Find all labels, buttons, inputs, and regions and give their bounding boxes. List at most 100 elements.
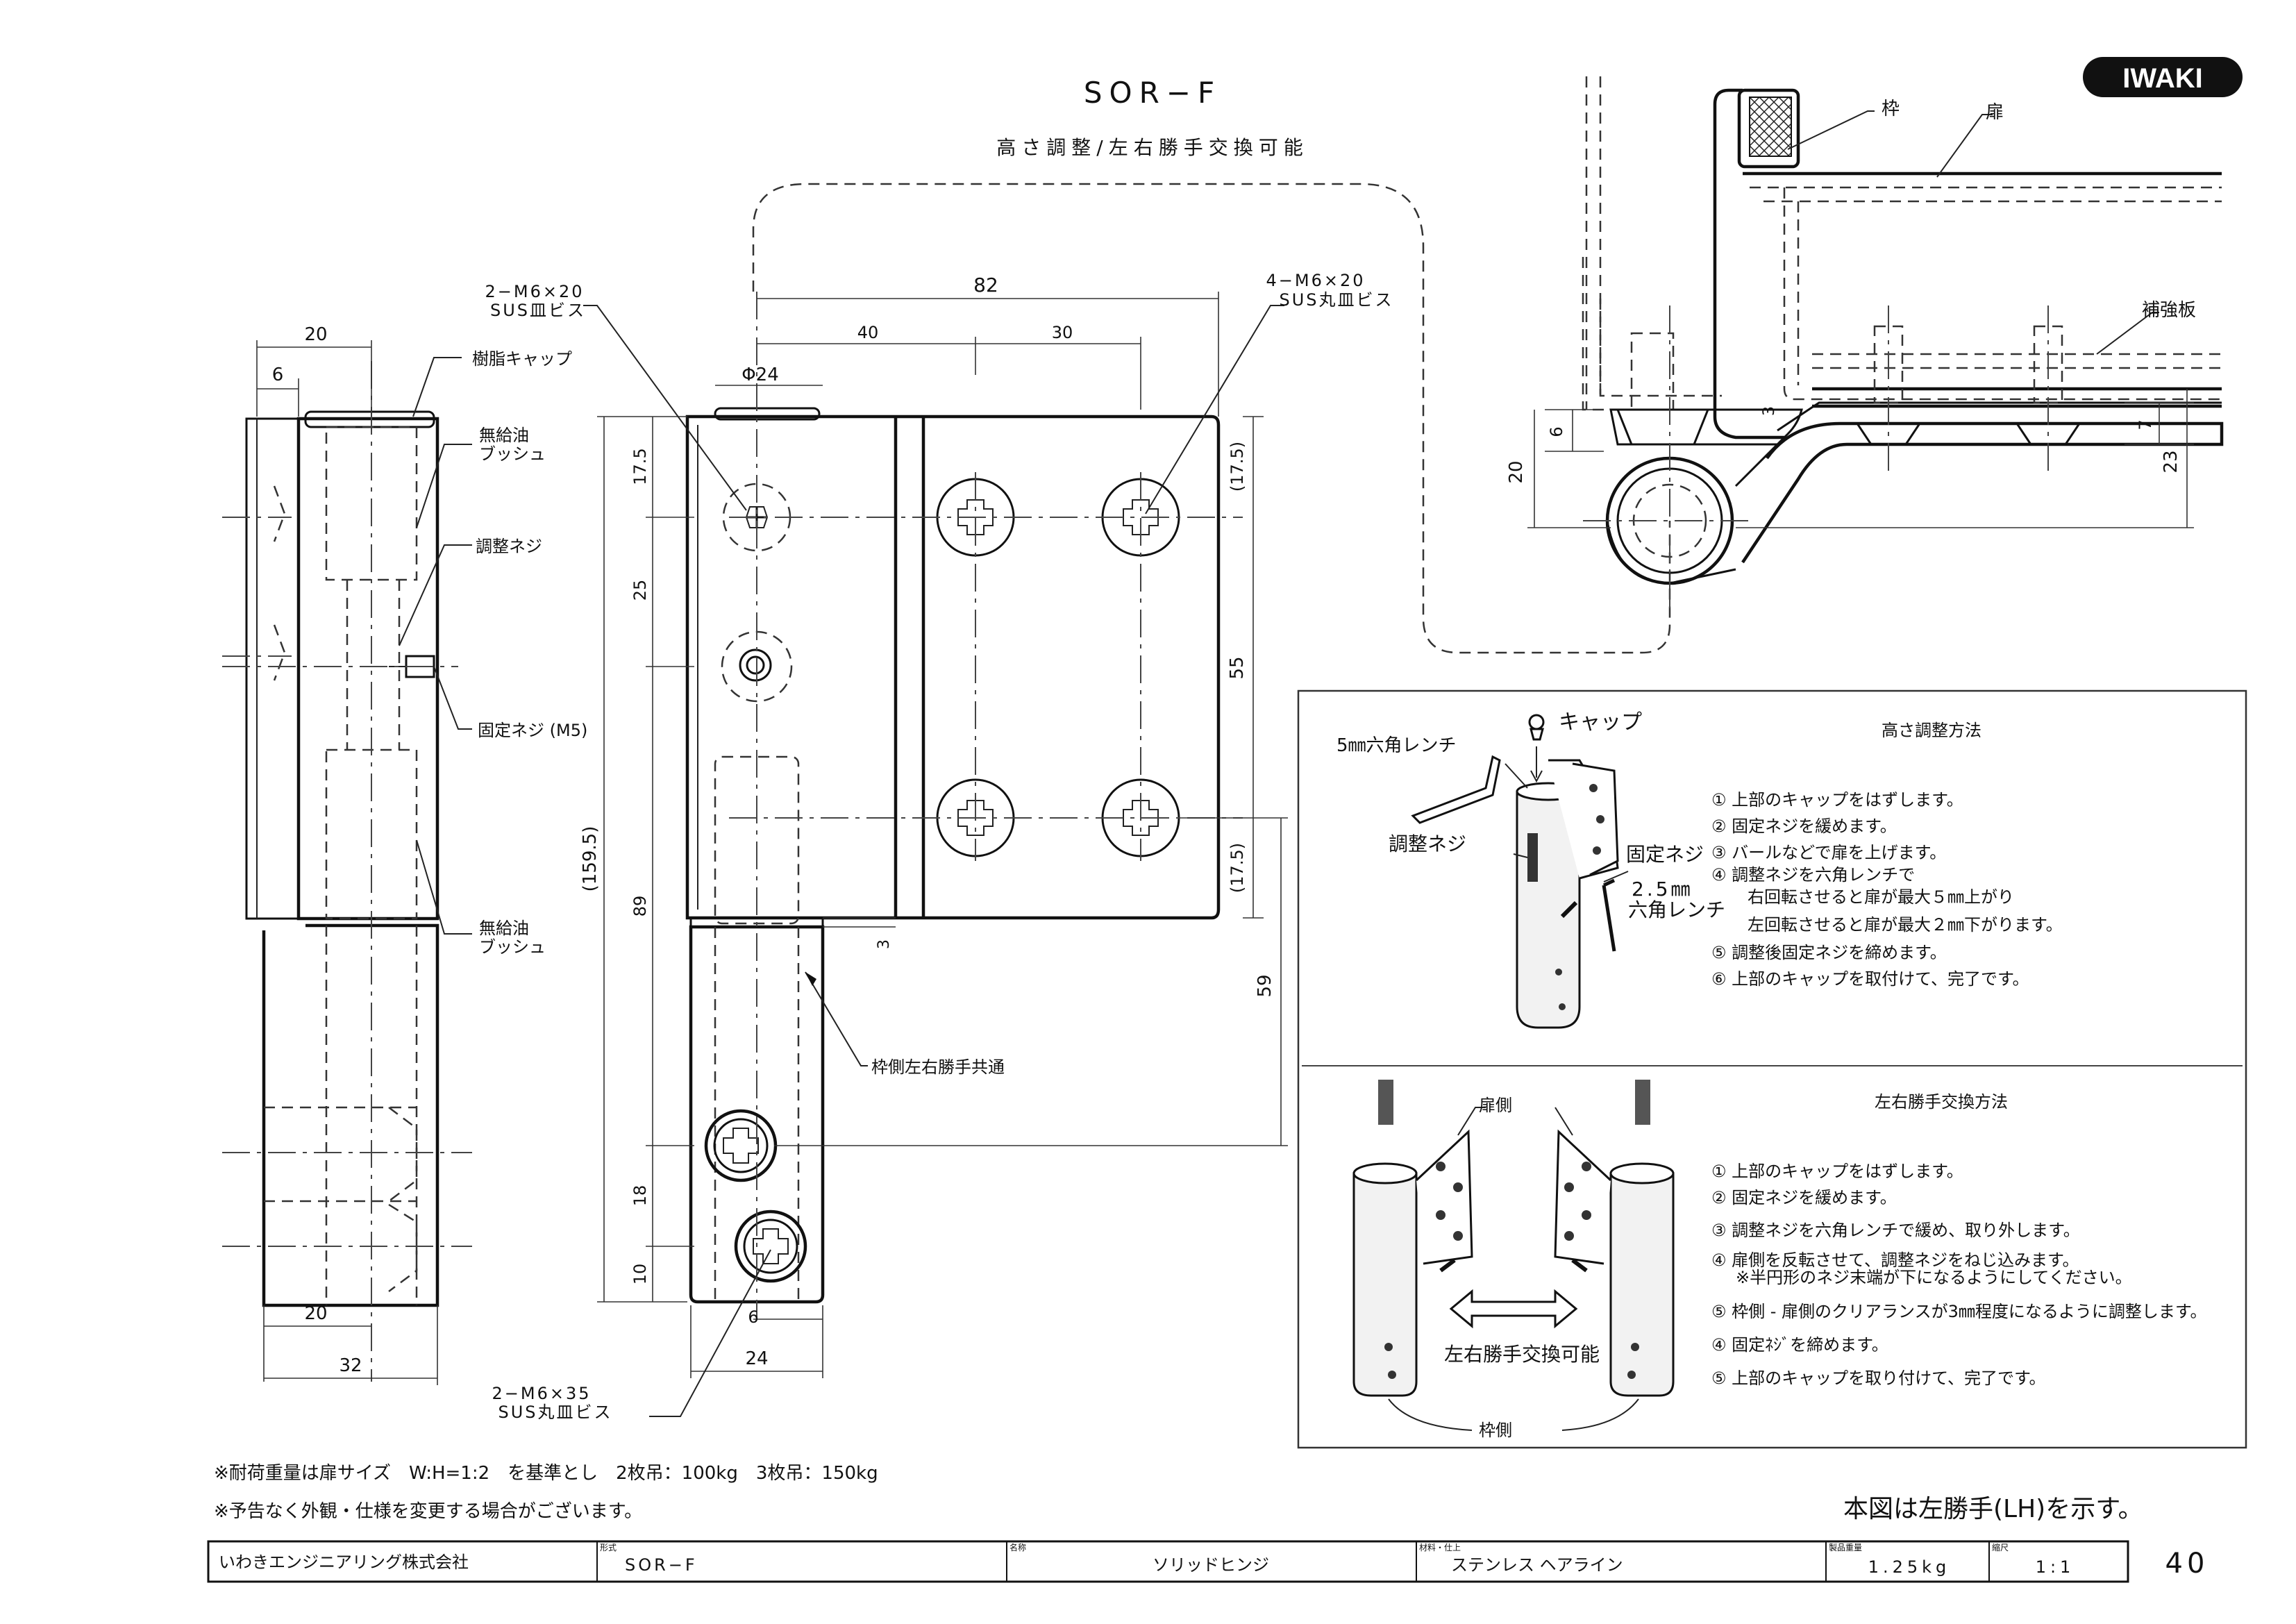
height-step-1: ① 上部のキャップをはずします。 [1711,790,1963,810]
callout-screw-2m6x35-1: 2−M6×35 [492,1384,591,1403]
instruction-panel: キャップ 5㎜六角レンチ 調整ネジ 固定ネジ 2.5㎜ 六角レンチ 高さ調整方法… [1297,689,2247,1449]
dim-10: 10 [630,1264,650,1285]
dim-24: 24 [745,1348,768,1369]
fig-wrench25-label-1: 2.5㎜ [1632,878,1693,901]
page-number: 40 [2165,1548,2209,1580]
title-scale: 1:1 [2036,1557,2075,1577]
title-block: いわきエンジニアリング株式会社 形式 SOR−F 名称 ソリッドヒンジ 材料・仕… [207,1540,2209,1583]
label-bush-bottom-1: 無給油 [479,919,529,938]
plan-dim-20: 20 [1506,460,1527,483]
swap-steps: ① 上部のキャップをはずします。 ② 固定ネジを緩めます。 ③ 調整ネジを六角レ… [1711,1162,2206,1388]
title-weight: 1.25kg [1868,1557,1951,1577]
swap-step-2: ② 固定ネジを緩めます。 [1711,1188,1897,1207]
dim-r17-5-bottom: (17.5) [1227,843,1247,893]
callout-screw-4m6x20-2: SUS丸皿ビス [1279,290,1393,310]
title-weight-label: 製品重量 [1829,1543,1862,1552]
callout-screw-2m6x20-2: SUS皿ビス [490,301,586,320]
label-fix-screw: 固定ネジ (M5) [478,721,587,740]
label-reinforce: 補強板 [2142,300,2196,321]
dim-89: 89 [630,896,650,917]
swap-step-7: ⑤ 上部のキャップを取り付けて、完了です。 [1711,1368,2046,1388]
title-company: いわきエンジニアリング株式会社 [219,1552,469,1572]
title-material-label: 材料・仕上 [1419,1543,1461,1552]
title-name-label: 名称 [1009,1542,1026,1552]
dim-20-top: 20 [304,324,327,345]
plan-screw-1 [1616,332,1710,446]
dim-30: 30 [1052,323,1073,342]
title-name: ソリッドヒンジ [1153,1555,1269,1575]
dim-3: 3 [875,939,893,949]
fig-fix-label: 固定ネジ [1626,843,1704,866]
note-load: ※耐荷重量は扉サイズ W:H=1:2 を基準とし 2枚吊：100kg 3枚吊：1… [214,1463,878,1484]
height-step-3: ③ バールなどで扉を上げます。 [1711,843,1946,862]
label-bush-top-1: 無給油 [479,426,529,445]
label-resin-cap: 樹脂キャップ [472,349,572,369]
swap-step-4-note: ※半円形のネジ末端が下になるようにしてください。 [1736,1268,2132,1287]
swap-title: 左右勝手交換方法 [1875,1092,2008,1112]
front-view: 82 40 30 Φ24 (159.5) 17.5 25 89 18 10 6 … [485,183,1671,1422]
dim-phi24: Φ24 [741,365,779,385]
fig-cap-label: キャップ [1559,710,1642,735]
dim-6: 6 [748,1307,758,1327]
label-door: 扉 [1986,102,2004,123]
height-step-5: ⑤ 調整後固定ネジを締めます。 [1711,943,1947,962]
plan-dim-23: 23 [2161,450,2181,473]
callout-screw-2m6x20-1: 2−M6×20 [485,282,584,301]
dim-17-5: 17.5 [630,448,650,485]
dim-59: 59 [1255,974,1275,997]
fig-adjust-label: 調整ネジ [1389,832,1466,855]
height-step-4: ④ 調整ネジを六角レンチで [1711,865,1915,885]
height-steps: ① 上部のキャップをはずします。 ② 固定ネジを緩めます。 ③ バールなどで扉を… [1711,790,2063,989]
label-adjust-screw: 調整ネジ [476,537,542,556]
model-title: SOR−F [1084,76,1221,110]
title-model-label: 形式 [600,1543,617,1552]
fig-door-side-label: 扉側 [1479,1096,1512,1115]
dim-82: 82 [973,274,998,296]
callout-screw-4m6x20-1: 4−M6×20 [1266,271,1365,290]
fig-frame-side-label: 枠側 [1479,1421,1512,1440]
fig-wrench25-label-2: 六角レンチ [1628,898,1725,921]
swap-step-5: ⑤ 枠側 - 扉側のクリアランスが3㎜程度になるように調整します。 [1711,1302,2206,1321]
plan-dim-3: 3 [1761,406,1778,416]
note-spec-change: ※予告なく外観・仕様を変更する場合がございます。 [214,1501,642,1522]
label-frame-common: 枠側左右勝手共通 [871,1057,1005,1077]
frame-screw-1 [704,1109,778,1182]
swap-figure [1352,1080,1675,1431]
height-step-4c: 左回転させると扉が最大２㎜下がります。 [1748,915,2063,935]
dim-r17-5-top: (17.5) [1227,442,1247,492]
label-bush-bottom-2: ブッシュ [479,937,546,957]
dim-18: 18 [630,1185,650,1207]
dim-159-5: (159.5) [580,826,601,892]
label-bush-top-2: ブッシュ [479,444,546,464]
plan-dim-7: 7 [2136,419,2155,430]
height-step-6: ⑥ 上部のキャップを取付けて、完了です。 [1711,969,2029,989]
height-adjust-title: 高さ調整方法 [1882,721,1981,740]
dim-20-bottom: 20 [304,1303,327,1324]
height-step-2: ② 固定ネジを緩めます。 [1711,817,1897,836]
svg-text:IWAKI: IWAKI [2122,63,2203,94]
swap-step-6: ④ 固定ﾈｼﾞを締めます。 [1711,1335,1888,1355]
dim-40: 40 [857,323,879,342]
callout-screw-2m6x35-2: SUS丸皿ビス [498,1403,612,1422]
dim-25: 25 [630,580,650,601]
title-scale-label: 縮尺 [1992,1542,2009,1552]
dim-32-bottom: 32 [339,1355,362,1376]
height-step-4b: 右回転させると扉が最大５㎜上がり [1748,887,2014,907]
dim-55: 55 [1227,656,1248,679]
title-material: ステンレス ヘアライン [1451,1555,1623,1575]
label-frame: 枠 [1882,99,1900,119]
fig-swap-label: 左右勝手交換可能 [1444,1343,1600,1366]
height-adjust-figure [1411,714,1629,1029]
swap-step-4: ④ 扉側を反転させて、調整ネジをねじ込みます。 [1711,1250,2079,1270]
dim-6-top: 6 [272,365,284,385]
fig-wrench5-label: 5㎜六角レンチ [1336,735,1457,756]
plan-dim-6: 6 [1547,426,1566,437]
iwaki-logo: IWAKI [2083,57,2243,97]
model-subtitle: 高さ調整/左右勝手交換可能 [996,136,1308,159]
swap-step-1: ① 上部のキャップをはずします。 [1711,1162,1963,1181]
title-model: SOR−F [625,1555,698,1575]
frame-screw-2 [734,1209,807,1283]
swap-step-3: ③ 調整ネジを六角レンチで緩め、取り外します。 [1711,1221,2080,1240]
note-left-hand: 本図は左勝手(LH)を示す。 [1843,1495,2143,1523]
